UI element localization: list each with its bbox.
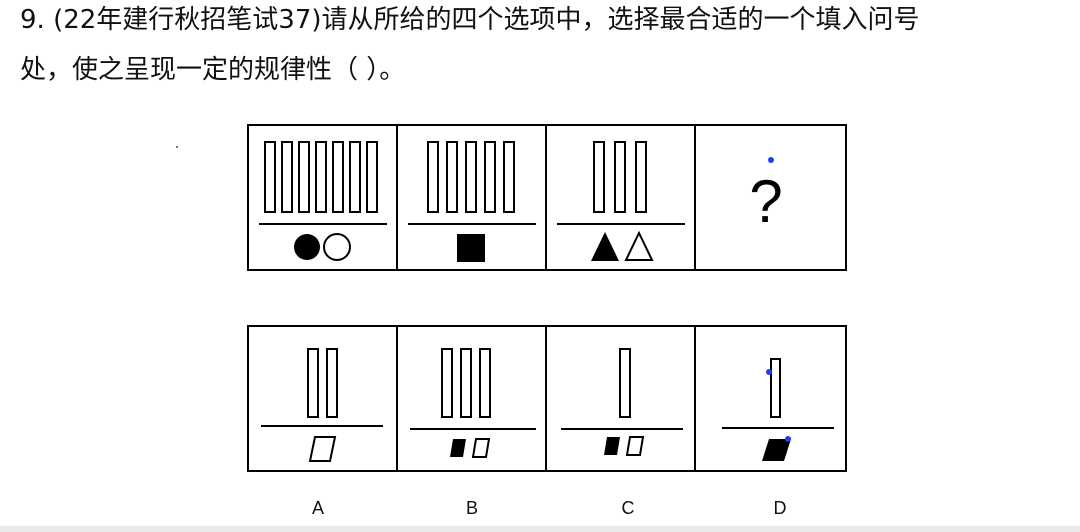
question-panel-4-figure: ? [749,168,782,235]
bar-group [770,358,781,418]
question-panel-4: ? [696,126,845,269]
bar-group [427,141,515,213]
blue-marker-dot [768,157,774,163]
bar-group [307,348,338,418]
white-parallelogram [308,436,337,462]
bar-group [593,141,647,213]
white-parallelogram [625,436,645,456]
question-panel-2 [398,126,547,269]
question-line-2: 处，使之呈现一定的规律性（ ）。 [20,55,406,85]
question-panel-2-figure [408,141,536,262]
stray-speck [176,146,178,148]
option-d-panel[interactable] [696,327,845,470]
bottom-scroll-edge [0,526,1080,532]
option-a-figure [261,348,383,462]
question-figure-row: ? [247,124,847,271]
white-triangle [624,230,654,261]
question-panel-1 [249,126,398,269]
option-d-label[interactable]: D [773,498,787,518]
black-parallelogram [762,439,791,461]
option-c-label[interactable]: C [621,498,635,518]
black-parallelogram [604,437,620,455]
option-a-label[interactable]: A [311,498,324,518]
black-parallelogram [450,439,466,457]
question-panel-3 [547,126,696,269]
question-panel-3-figure [557,141,685,261]
option-b-figure [410,348,536,458]
bar-group [441,348,491,418]
question-panel-1-figure [259,141,387,261]
blue-marker-dot [785,436,791,442]
options-figure-row [247,325,847,472]
white-circle [323,233,351,261]
option-c-figure [561,348,683,456]
blue-marker-dot [766,369,772,375]
question-mark: ? [749,168,782,235]
option-b-panel[interactable] [398,327,547,470]
option-d-figure [722,358,834,461]
option-a-panel[interactable] [249,327,398,470]
option-c-panel[interactable] [547,327,696,470]
white-parallelogram [471,438,491,458]
question-line-1: 9. (22年建行秋招笔试37)请从所给的四个选项中，选择最合适的一个填入问号 [20,5,920,35]
bar-group [264,141,378,213]
option-b-label[interactable]: B [465,498,478,518]
black-triangle [591,232,619,261]
bar-group [619,348,631,418]
black-circle [294,234,320,260]
black-square [457,234,485,262]
